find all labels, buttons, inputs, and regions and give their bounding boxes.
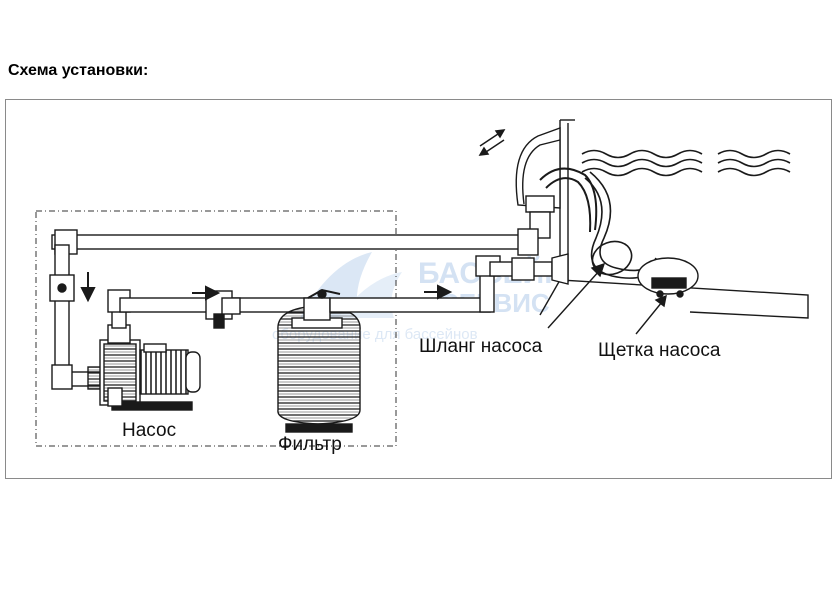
hose-callout-arrow-icon: [547, 262, 606, 329]
filter-label: Фильтр: [278, 434, 342, 455]
pump-brush: [637, 257, 699, 298]
skimmer: [515, 127, 598, 239]
filter-outlet-pipe: [329, 253, 569, 313]
pump: [99, 324, 201, 411]
return-pipe: [51, 228, 539, 256]
page-title: Схема установки:: [8, 62, 149, 79]
diagram-frame: [5, 99, 832, 479]
flow-arrow-right-icon: [424, 284, 453, 300]
hose-label: Шланг насоса: [419, 336, 543, 357]
brush-callout-arrow-icon: [635, 294, 667, 335]
flow-arrow-down-icon: [80, 272, 96, 303]
sand-filter: [277, 288, 361, 433]
pressure-pipe: [107, 289, 321, 329]
equipment-zone: [35, 210, 397, 447]
flow-arrows-icon: [478, 129, 506, 156]
pump-suction-pipe: [49, 244, 103, 390]
flow-arrow-right-icon: [192, 285, 221, 301]
brush-label: Щетка насоса: [598, 340, 721, 361]
pump-label: Насос: [122, 420, 176, 441]
water-waves: [581, 149, 791, 177]
